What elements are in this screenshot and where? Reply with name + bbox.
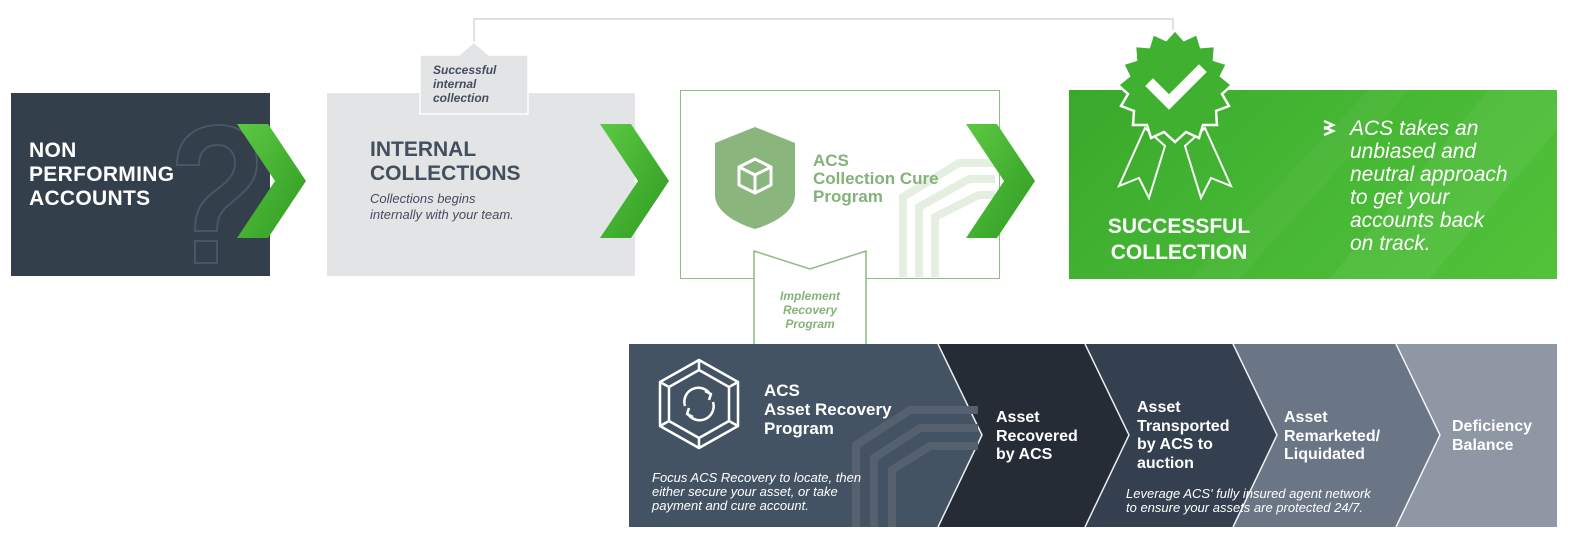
step-recovered-shape — [938, 344, 1129, 527]
internal-title-line1: INTERNAL — [370, 138, 477, 161]
recovery-desc-line2: either secure your asset, or take — [652, 484, 838, 499]
step-recovered-line2: Recovered — [996, 427, 1078, 445]
faint-chevron-watermark — [899, 159, 995, 277]
implement-line3: Program — [785, 317, 835, 331]
footnote-line2: to ensure your assets are protected 24/7… — [1126, 500, 1364, 515]
step-deficiency-label: Deficiency Balance — [1452, 418, 1532, 455]
chevron-arrow-icon — [237, 124, 1035, 238]
callout-line1: Successful — [433, 63, 497, 77]
success-quote-line6: on track. — [1350, 232, 1431, 255]
internal-title-line2: COLLECTIONS — [370, 162, 521, 185]
step-transported-line3: by ACS to — [1137, 436, 1213, 453]
step-transported-label: Asset Transported by ACS to auction — [1137, 399, 1229, 473]
refresh-hexagon-icon — [658, 358, 740, 450]
non-performing-title-line2: PERFORMING — [29, 163, 175, 186]
success-quote-line2: unbiased and — [1350, 140, 1477, 163]
cure-title-line2: Collection Cure — [813, 169, 939, 188]
recovery-desc-line1: Focus ACS Recovery to locate, then — [652, 470, 862, 485]
internal-desc-line2: internally with your team. — [370, 207, 514, 222]
step-recovered-line1: Asset — [996, 409, 1040, 426]
step-recovered-line3: by ACS — [996, 446, 1053, 463]
step-recovered-label: Asset Recovered by ACS — [996, 409, 1078, 465]
cure-title-line3: Program — [813, 187, 883, 206]
success-quote-line4: to get your — [1350, 186, 1450, 209]
recovery-title-line2: Asset Recovery — [764, 400, 892, 419]
award-rosette-icon — [1116, 28, 1234, 201]
step-remarketed-line3: Liquidated — [1284, 446, 1365, 463]
internal-collections-box: INTERNAL COLLECTIONS Collections begins … — [327, 93, 635, 276]
implement-recovery-callout: Implement Recovery Program — [752, 289, 868, 331]
recovery-footnote: Leverage ACS' fully insured agent networ… — [1126, 487, 1371, 515]
internal-success-callout-shape — [419, 41, 529, 115]
success-quote-line3: neutral approach — [1350, 163, 1508, 186]
recovery-title-line1: ACS — [764, 381, 800, 400]
step-transported-line2: Transported — [1137, 417, 1230, 435]
internal-desc-line1: Collections begins — [370, 191, 476, 206]
step-remarketed-shape — [1233, 344, 1440, 527]
internal-success-callout: Successful internal collection — [433, 63, 496, 105]
diagonal-sheen — [1189, 90, 1557, 279]
recovery-title-line3: Program — [764, 419, 834, 438]
non-performing-title-line1: NON — [29, 139, 77, 162]
recovery-box-tip — [938, 344, 982, 527]
step-transported-shape — [1085, 344, 1277, 527]
step-remarketed-line2: Remarketed/ — [1284, 427, 1381, 445]
step-remarketed-label: Asset Remarketed/ Liquidated — [1284, 409, 1380, 465]
success-quote-line1: ACS takes an — [1350, 117, 1479, 140]
success-title-line2: COLLECTION — [1110, 241, 1248, 264]
recovery-watermark — [852, 406, 978, 527]
cube-shield-icon — [715, 127, 795, 229]
success-title-line1: SUCCESSFUL — [1107, 215, 1251, 238]
cure-title-line1: ACS — [813, 151, 849, 170]
step-remarketed-line1: Asset — [1284, 409, 1328, 426]
double-chevron-bullet-icon — [1323, 119, 1336, 137]
non-performing-accounts-box: NON PERFORMING ACCOUNTS — [11, 93, 270, 276]
callout-line2: internal — [433, 77, 477, 91]
success-quote-line5: accounts back — [1350, 209, 1485, 232]
step-deficiency-line1: Deficiency — [1452, 418, 1533, 435]
step-deficiency-shape — [1396, 344, 1557, 527]
step-deficiency-line2: Balance — [1452, 436, 1514, 454]
implement-line1: Implement — [779, 289, 840, 303]
non-performing-title-line3: ACCOUNTS — [29, 187, 151, 210]
step-transported-line4: auction — [1137, 454, 1194, 472]
question-mark-icon — [175, 123, 259, 264]
footnote-line1: Leverage ACS' fully insured agent networ… — [1126, 486, 1371, 501]
callout-line3: collection — [433, 91, 490, 105]
step-transported-line1: Asset — [1137, 399, 1181, 416]
recovery-desc-line3: payment and cure account. — [652, 498, 809, 513]
implement-line2: Recovery — [782, 303, 838, 317]
